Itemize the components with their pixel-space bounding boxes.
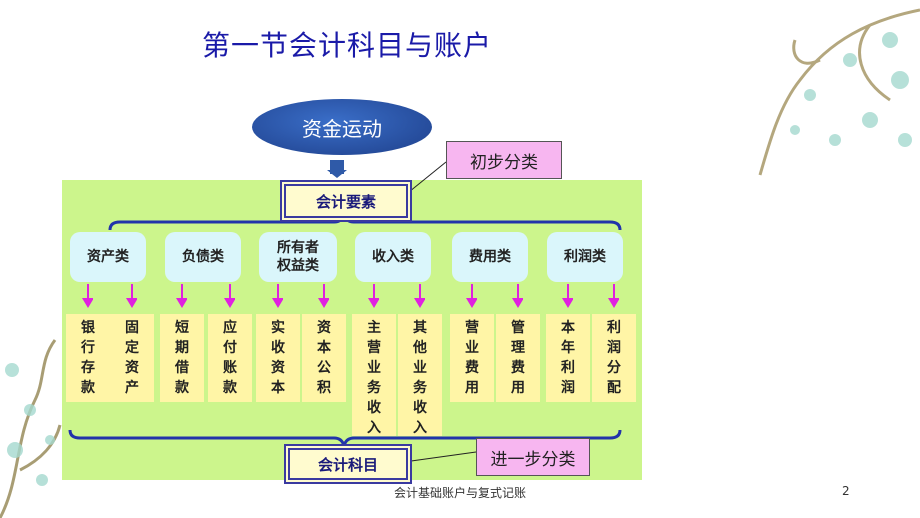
account-item: 主营业务收入 (352, 314, 396, 436)
pink-arrow-icon (224, 284, 235, 308)
page-number: 2 (842, 484, 850, 498)
pink-arrow-icon (82, 284, 93, 308)
pink-arrow-icon (414, 284, 425, 308)
account-item: 资本公积 (302, 314, 346, 402)
footer-text: 会计基础账户与复式记账 (393, 486, 526, 500)
pink-arrow-icon (176, 284, 187, 308)
down-arrow-icon (327, 160, 347, 178)
callout-initial-classification: 初步分类 (446, 141, 562, 179)
pink-arrow-icon (466, 284, 477, 308)
account-item: 短期借款 (160, 314, 204, 402)
callout-further-classification: 进一步分类 (476, 438, 590, 476)
account-item: 实收资本 (256, 314, 300, 402)
account-item: 管理费用 (496, 314, 540, 402)
pink-arrow-icon (368, 284, 379, 308)
account-item: 其他业务收入 (398, 314, 442, 436)
account-item: 银行存款 (66, 314, 110, 402)
pink-arrow-icon (562, 284, 573, 308)
category-6: 利润类 (547, 232, 623, 282)
vine-decoration-bottom-left (0, 339, 62, 518)
pink-arrow-icon (608, 284, 619, 308)
pink-arrow-icon (126, 284, 137, 308)
accounting-subjects-box: 会计科目 (288, 448, 408, 480)
category-1: 资产类 (70, 232, 146, 282)
root-node: 资金运动 (252, 99, 432, 155)
accounting-elements-box: 会计要素 (284, 184, 408, 218)
vine-decoration-top-right (758, 8, 920, 176)
pink-arrow-icon (272, 284, 283, 308)
category-2: 负债类 (165, 232, 241, 282)
account-item: 利润分配 (592, 314, 636, 402)
account-item: 本年利润 (546, 314, 590, 402)
category-3: 所有者 权益类 (259, 232, 337, 282)
account-item: 营业费用 (450, 314, 494, 402)
account-item: 固定资产 (110, 314, 154, 402)
pink-arrow-icon (512, 284, 523, 308)
category-5: 费用类 (452, 232, 528, 282)
account-item: 应付账款 (208, 314, 252, 402)
category-4: 收入类 (355, 232, 431, 282)
slide-title: 第一节会计科目与账户 (202, 29, 493, 62)
pink-arrow-icon (318, 284, 329, 308)
